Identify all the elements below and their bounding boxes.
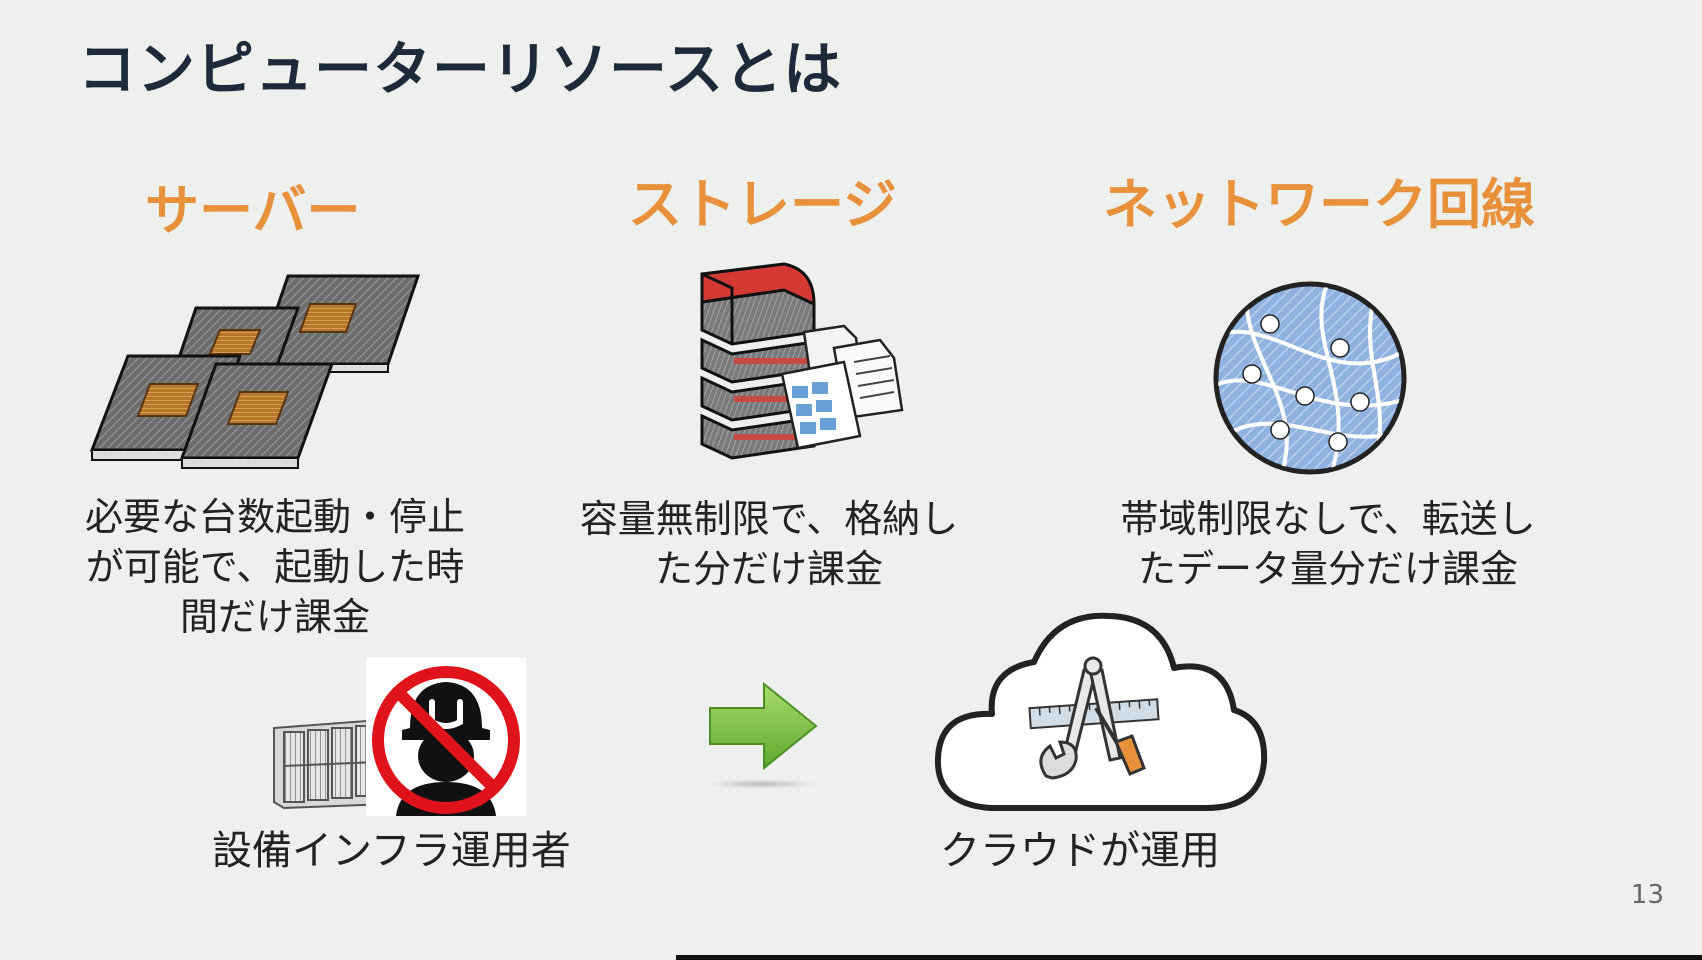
prohibited-worker-icon — [366, 658, 526, 816]
heading-server: サーバー — [145, 179, 361, 242]
description-line: 必要な台数起動・停止 — [84, 495, 465, 539]
description-line: 容量無制限で、格納し — [579, 497, 959, 541]
description-line: た分だけ課金 — [654, 547, 883, 591]
slide-title: コンピューターリソースとは — [78, 35, 843, 103]
description-server: 必要な台数起動・停止 が可能で、起動した時 間だけ課金 — [58, 492, 492, 642]
label-infrastructure-operator: 設備インフラ運用者 — [212, 828, 571, 874]
storage-server-icon — [700, 262, 904, 460]
description-network: 帯域制限なしで、転送し たデータ量分だけ課金 — [1088, 494, 1568, 594]
label-cloud-operates: クラウドが運用 — [940, 828, 1220, 874]
heading-storage: ストレージ — [628, 173, 897, 236]
description-storage: 容量無制限で、格納し た分だけ課金 — [552, 494, 986, 594]
network-globe-icon — [1213, 281, 1407, 475]
bottom-edge-line — [676, 955, 1702, 960]
server-chips-icon — [89, 274, 421, 469]
description-line: 間だけ課金 — [179, 595, 370, 639]
arrow-right-icon — [708, 681, 818, 789]
heading-network: ネットワーク回線 — [1103, 173, 1535, 236]
description-line: 帯域制限なしで、転送し — [1120, 497, 1536, 541]
cloud-tools-icon — [934, 612, 1268, 811]
description-line: が可能で、起動した時 — [85, 545, 465, 589]
description-line: たデータ量分だけ課金 — [1137, 547, 1518, 591]
page-number: 13 — [1630, 880, 1664, 910]
